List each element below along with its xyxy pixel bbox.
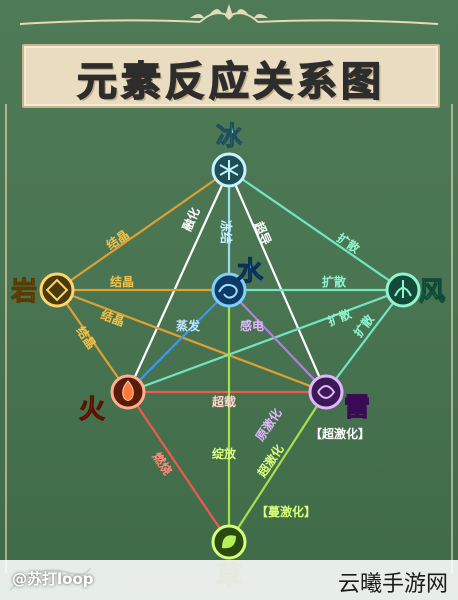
reaction-rock-fire: 结晶 xyxy=(74,323,100,351)
edge-wind-thunder xyxy=(325,289,404,393)
connection-lines xyxy=(56,169,404,543)
grass-tag: 【蔓激化】 xyxy=(256,504,316,519)
reaction-water-thunder: 感电 xyxy=(240,318,264,333)
fire-label: 火 xyxy=(79,395,105,424)
reaction-wind-thunder: 扩散 xyxy=(350,311,377,340)
watermark-right: 云曦手游网 xyxy=(337,572,448,597)
edge-wind-fire xyxy=(127,288,404,394)
wind-node[interactable] xyxy=(385,272,421,308)
grass-node[interactable] xyxy=(211,524,247,560)
rock-label: 岩 xyxy=(10,277,37,306)
reaction-water-rock: 结晶 xyxy=(110,274,134,289)
edge-rock-fire xyxy=(56,289,129,393)
edge-water-thunder xyxy=(228,289,327,393)
thunder-label: 雷 xyxy=(344,393,370,422)
reaction-water-fire: 蒸发 xyxy=(176,318,201,333)
reaction-water-wind: 扩散 xyxy=(322,274,347,289)
water-label: 水 xyxy=(237,257,264,286)
reaction-fire-thunder: 超载 xyxy=(211,394,236,409)
edge-ice-fire xyxy=(126,169,231,393)
rock-icon xyxy=(45,278,69,302)
watermark-bar: @苏打loop 云曦手游网 xyxy=(0,560,458,600)
edge-ice-thunder xyxy=(227,169,328,393)
water-node[interactable] xyxy=(211,272,247,308)
watermark-swirl xyxy=(9,567,91,591)
top-ornament xyxy=(19,4,439,25)
edge-thunder-grass xyxy=(228,391,327,543)
reaction-water-grass: 绽放 xyxy=(212,446,237,461)
reaction-ice-thunder: 超导 xyxy=(251,218,275,247)
ice-label: 冰 xyxy=(216,122,243,151)
frame-left-border xyxy=(5,104,7,574)
frame-right-border xyxy=(451,104,453,574)
thunder-swirl-icon xyxy=(317,385,336,399)
edge-ice-rock xyxy=(56,169,230,291)
leaf-icon xyxy=(222,535,236,549)
edge-fire-grass xyxy=(127,391,230,543)
watermark-left: @苏打loop xyxy=(12,570,94,588)
wind-label: 风 xyxy=(419,277,445,306)
reaction-labels: 结晶 融化 冻结 超导 扩散 结晶 扩散 结晶 结晶 蒸发 感电 扩散 扩散 超… xyxy=(74,205,378,519)
rock-node[interactable] xyxy=(39,272,75,308)
wind-icon xyxy=(394,280,412,298)
edge-rock-thunder xyxy=(56,288,327,394)
water-swirl-icon xyxy=(218,283,238,299)
page-title: 元素反应关系图 xyxy=(76,57,385,106)
flame-icon xyxy=(122,380,134,401)
reaction-ice-fire: 融化 xyxy=(179,205,202,233)
title-banner: 元素反应关系图 xyxy=(22,44,440,108)
thunder-node[interactable] xyxy=(308,374,344,410)
snowflake-icon xyxy=(219,160,239,180)
thunder-grass-tag: 【超激化】 xyxy=(310,426,370,441)
fire-node[interactable] xyxy=(110,374,146,410)
reaction-ice-water: 冻结 xyxy=(219,220,234,244)
edge-ice-wind xyxy=(228,169,404,291)
ice-node[interactable] xyxy=(211,152,247,188)
reaction-fire-grass-burn: 燃烧 xyxy=(150,449,176,477)
reaction-rock-thunder: 结晶 xyxy=(99,307,127,329)
reaction-thunder-grass-a: 原激化 xyxy=(252,405,285,443)
edge-water-fire xyxy=(127,289,230,393)
